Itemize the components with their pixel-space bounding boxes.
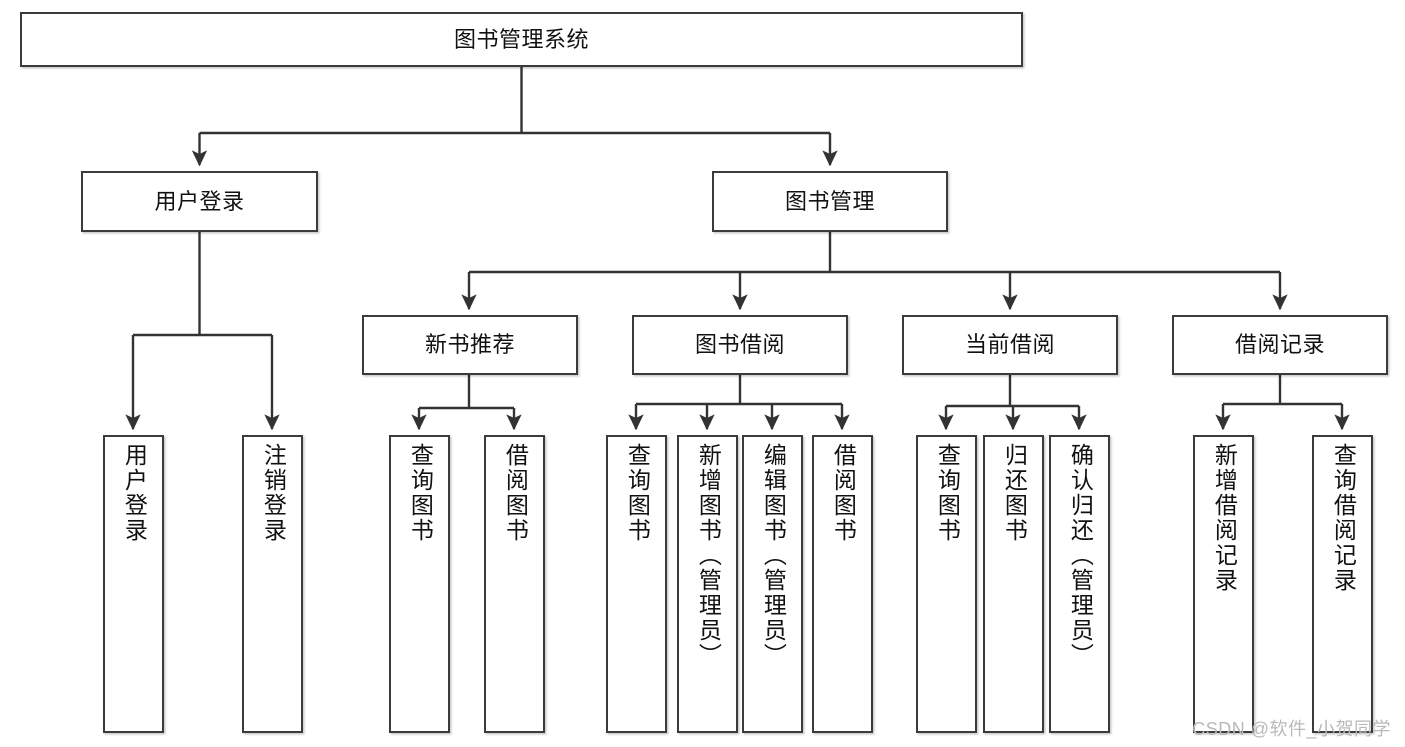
node-label: 借阅记录 (1234, 332, 1325, 358)
leaf-node[interactable]: 查询图书 (389, 435, 450, 733)
leaf-node[interactable]: 确认归还（管理员） (1049, 435, 1110, 733)
leaf-node-label: 用户登录 (121, 443, 148, 543)
leaf-node[interactable]: 查询图书 (606, 435, 667, 733)
leaf-node[interactable]: 注销登录 (242, 435, 303, 733)
node-book-borrowing[interactable]: 图书借阅 (632, 315, 848, 375)
leaf-node-label: 查询图书 (934, 443, 961, 543)
leaf-node-label: 借阅图书 (830, 443, 857, 543)
leaf-node-label: 注销登录 (260, 443, 287, 543)
leaf-node-label: 新增借阅记录 (1211, 443, 1238, 593)
leaf-node-label: 确认归还（管理员） (1067, 443, 1094, 668)
leaf-node-label: 查询图书 (624, 443, 651, 543)
leaf-node[interactable]: 查询图书 (916, 435, 977, 733)
node-current-borrowing[interactable]: 当前借阅 (902, 315, 1118, 375)
node-label: 图书管理系统 (453, 26, 589, 52)
csdn-watermark: CSDN @软件_小贺同学 (1192, 719, 1391, 739)
node-book-management[interactable]: 图书管理 (712, 171, 948, 232)
leaf-node-label: 编辑图书（管理员） (760, 443, 787, 668)
leaf-node[interactable]: 借阅图书 (812, 435, 873, 733)
node-borrowing-record[interactable]: 借阅记录 (1172, 315, 1388, 375)
leaf-node-label: 借阅图书 (502, 443, 529, 543)
leaf-node[interactable]: 借阅图书 (484, 435, 545, 733)
leaf-node[interactable]: 新增图书（管理员） (677, 435, 738, 733)
node-new-book-recommendation[interactable]: 新书推荐 (362, 315, 578, 375)
node-label: 图书借阅 (694, 332, 785, 358)
node-user-login[interactable]: 用户登录 (81, 171, 318, 232)
node-label: 新书推荐 (424, 332, 515, 358)
node-label: 当前借阅 (964, 332, 1055, 358)
leaf-node[interactable]: 用户登录 (103, 435, 164, 733)
node-label: 用户登录 (154, 188, 245, 214)
leaf-node-label: 查询借阅记录 (1330, 443, 1357, 593)
node-label: 图书管理 (784, 188, 875, 214)
leaf-node[interactable]: 新增借阅记录 (1193, 435, 1254, 733)
leaf-node-label: 归还图书 (1001, 443, 1028, 543)
node-book-management-system[interactable]: 图书管理系统 (20, 12, 1023, 67)
leaf-node-label: 新增图书（管理员） (695, 443, 722, 668)
leaf-node-label: 查询图书 (407, 443, 434, 543)
leaf-node[interactable]: 查询借阅记录 (1312, 435, 1373, 733)
leaf-node[interactable]: 编辑图书（管理员） (742, 435, 803, 733)
leaf-node[interactable]: 归还图书 (983, 435, 1044, 733)
